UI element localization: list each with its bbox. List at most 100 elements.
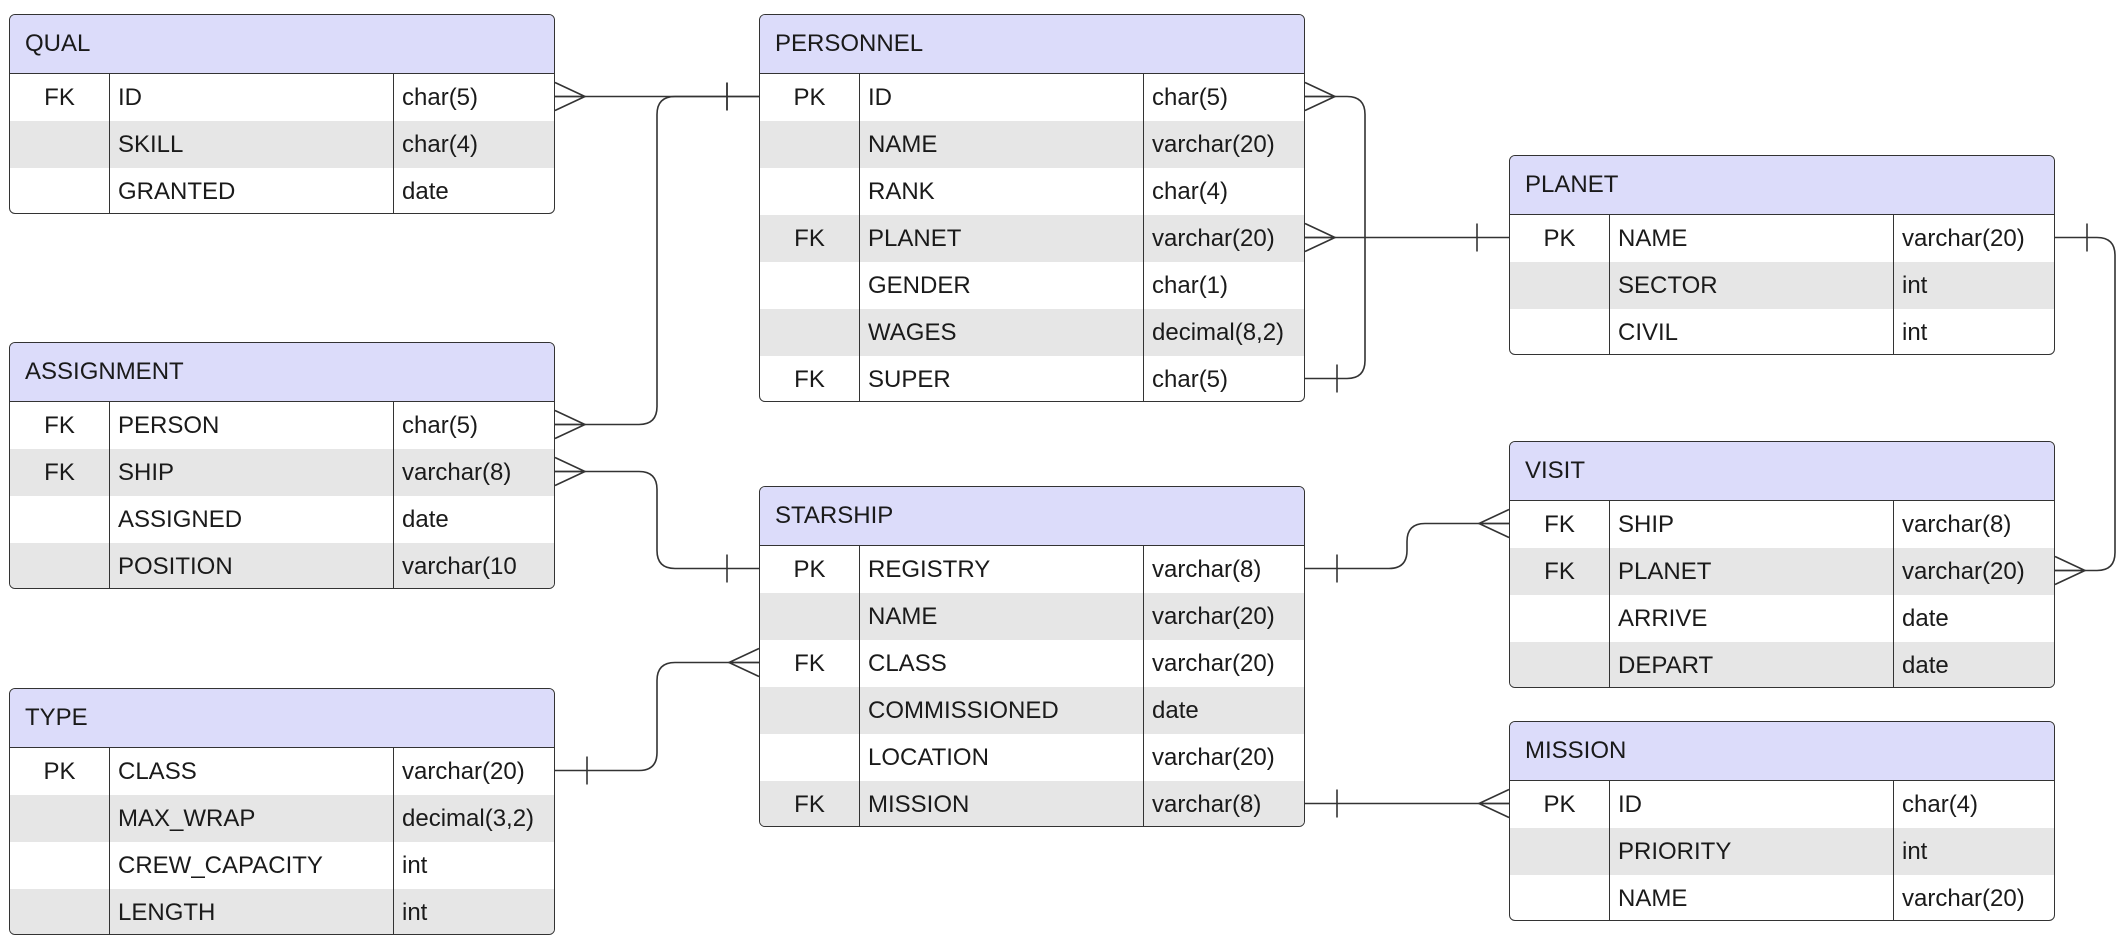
- field-name-cell: NAME: [860, 121, 1144, 168]
- field-name-cell: LENGTH: [110, 889, 394, 934]
- field-name-cell: WAGES: [860, 309, 1144, 356]
- entity-title: VISIT: [1510, 442, 2054, 501]
- field-type-cell: int: [1902, 318, 1928, 346]
- field-type-cell: date: [402, 505, 449, 533]
- field-name-cell: DEPART: [1610, 642, 1894, 687]
- field-name-cell: REGISTRY: [860, 546, 1144, 593]
- key-cell: PK: [10, 748, 110, 795]
- key-cell: FK: [760, 640, 860, 687]
- attribute-row[interactable]: DEPART date: [1510, 642, 2054, 687]
- field-type-cell: char(5): [1152, 365, 1229, 393]
- key-cell: FK: [760, 356, 860, 401]
- attribute-row[interactable]: ASSIGNED date: [10, 496, 554, 543]
- field-type-cell: char(4): [1152, 177, 1229, 205]
- key-cell: [1510, 642, 1610, 687]
- field-type-cell: char(1): [1152, 271, 1229, 299]
- crows-foot-marker: [554, 409, 587, 440]
- field-type-cell: varchar(20): [1152, 743, 1275, 771]
- field-name-cell: SECTOR: [1610, 262, 1894, 309]
- crows-foot-marker: [1304, 222, 1337, 253]
- key-cell: [10, 889, 110, 934]
- field-type-cell: varchar(20): [1902, 884, 2025, 912]
- field-name-cell: NAME: [1610, 875, 1894, 920]
- field-name-cell: ARRIVE: [1610, 595, 1894, 642]
- field-name-cell: LOCATION: [860, 734, 1144, 781]
- field-name-cell: GENDER: [860, 262, 1144, 309]
- field-type-cell: varchar(20): [402, 757, 525, 785]
- key-cell: PK: [760, 546, 860, 593]
- key-cell: [1510, 875, 1610, 920]
- field-name-cell: CREW_CAPACITY: [110, 842, 394, 889]
- field-name-cell: CIVIL: [1610, 309, 1894, 354]
- key-cell: [1510, 262, 1610, 309]
- attribute-row[interactable]: NAME varchar(20): [1510, 875, 2054, 920]
- attribute-row[interactable]: GENDER char(1): [760, 262, 1304, 309]
- key-cell: [10, 168, 110, 213]
- key-cell: [10, 121, 110, 168]
- attribute-row[interactable]: LOCATION varchar(20): [760, 734, 1304, 781]
- entity-title: TYPE: [10, 689, 554, 748]
- field-type-cell: date: [1902, 651, 1949, 679]
- field-name-cell: ID: [1610, 781, 1894, 828]
- field-type-cell: varchar(20): [1902, 557, 2025, 585]
- field-type-cell: char(4): [402, 130, 479, 158]
- field-name-cell: SHIP: [110, 449, 394, 496]
- attribute-row[interactable]: CIVIL int: [1510, 309, 2054, 354]
- field-name-cell: NAME: [1610, 215, 1894, 262]
- key-cell: [760, 734, 860, 781]
- key-cell: [760, 593, 860, 640]
- field-type-cell: decimal(3,2): [402, 804, 535, 832]
- entity-title: ASSIGNMENT: [10, 343, 554, 402]
- key-cell: [10, 842, 110, 889]
- field-name-cell: PRIORITY: [1610, 828, 1894, 875]
- key-cell: [760, 309, 860, 356]
- key-cell: FK: [10, 449, 110, 496]
- key-cell: [760, 121, 860, 168]
- field-type-cell: varchar(20): [1902, 224, 2025, 252]
- key-cell: [760, 262, 860, 309]
- field-type-cell: char(5): [402, 83, 479, 111]
- key-cell: FK: [10, 74, 110, 121]
- key-cell: FK: [1510, 548, 1610, 595]
- field-name-cell: ASSIGNED: [110, 496, 394, 543]
- field-type-cell: int: [1902, 837, 1928, 865]
- field-type-cell: varchar(8): [1902, 510, 2012, 538]
- attribute-row[interactable]: PRIORITY int: [1510, 828, 2054, 875]
- key-cell: [1510, 595, 1610, 642]
